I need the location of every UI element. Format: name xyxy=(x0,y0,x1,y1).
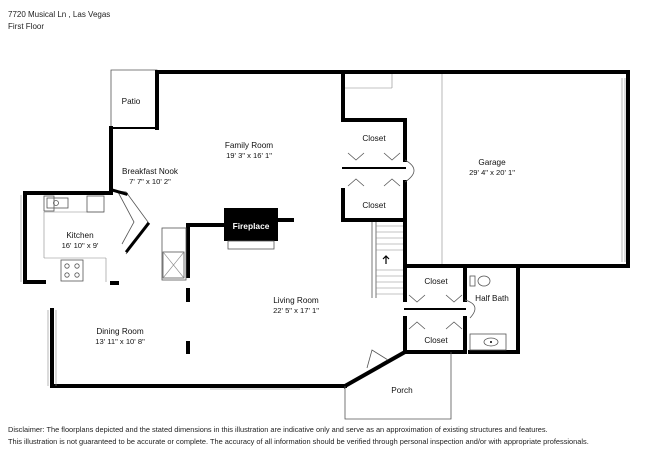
room-labels: Patio Family Room 19' 3" x 16' 1" Breakf… xyxy=(62,97,516,395)
kitchen-fixtures xyxy=(43,195,107,282)
breakfast-nook-label: Breakfast Nook xyxy=(122,167,179,176)
disclaimer-line-2: This illustration is not guaranteed to b… xyxy=(8,437,589,446)
family-room-dims: 19' 3" x 16' 1" xyxy=(226,151,272,160)
stairs xyxy=(371,222,403,298)
closet-upper-1-label: Closet xyxy=(362,134,386,143)
fireplace-symbol: Fireplace xyxy=(224,208,278,250)
half-bath-fixtures xyxy=(469,275,507,351)
kitchen-dims: 16' 10" x 9' xyxy=(62,241,99,250)
living-room-dims: 22' 5" x 17' 1" xyxy=(273,306,319,315)
disclaimer-line-1: Disclaimer: The floorplans depicted and … xyxy=(8,425,548,434)
family-room-label: Family Room xyxy=(225,141,273,150)
door-swings xyxy=(347,152,476,369)
floor-label: First Floor xyxy=(8,22,44,31)
walls xyxy=(23,70,630,389)
patio-label: Patio xyxy=(122,97,141,106)
cabinet-box xyxy=(161,227,187,281)
porch-area xyxy=(344,352,452,420)
half-bath-label: Half Bath xyxy=(475,294,509,303)
closet-lower-2-label: Closet xyxy=(424,336,448,345)
garage-lines xyxy=(345,72,626,266)
dining-room-label: Dining Room xyxy=(96,327,144,336)
garage-dims: 29' 4" x 20' 1" xyxy=(469,168,515,177)
windows xyxy=(20,195,300,390)
nook-bay xyxy=(110,188,151,255)
living-room-label: Living Room xyxy=(273,296,319,305)
closet-upper-2-label: Closet xyxy=(362,201,386,210)
property-address: 7720 Musical Ln , Las Vegas xyxy=(8,10,111,19)
porch-label: Porch xyxy=(391,386,413,395)
kitchen-label: Kitchen xyxy=(66,231,94,240)
fireplace-label: Fireplace xyxy=(233,221,270,231)
garage-label: Garage xyxy=(478,158,506,167)
breakfast-nook-dims: 7' 7" x 10' 2" xyxy=(129,177,171,186)
closet-lower-1-label: Closet xyxy=(424,277,448,286)
dining-room-dims: 13' 11" x 10' 8" xyxy=(95,337,145,346)
